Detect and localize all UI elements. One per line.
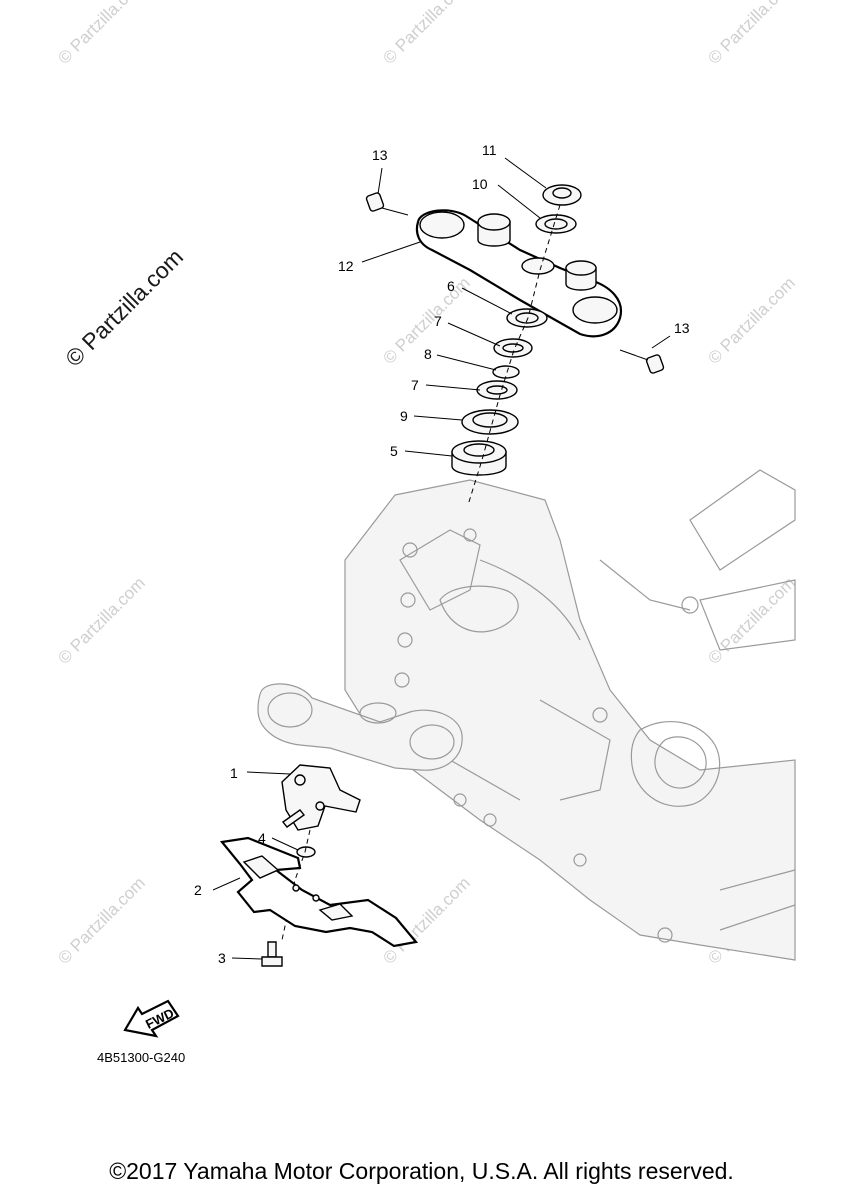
watermark-text: © Partzilla.com (379, 0, 473, 68)
ring-nut-7-lower (476, 380, 518, 400)
watermark-text: © Partzilla.com (54, 573, 148, 667)
callout-6: 6 (447, 278, 455, 294)
drawing-code: 4B51300-G240 (97, 1050, 185, 1065)
dust-seal-9 (461, 409, 519, 435)
washer-10 (535, 214, 577, 234)
callout-7-lower: 7 (411, 377, 419, 393)
fwd-arrow-icon: FWD (123, 999, 180, 1038)
callout-5: 5 (390, 443, 398, 459)
callout-13-left: 13 (372, 147, 388, 163)
callout-labels: 1 2 3 4 5 6 7 7 8 9 10 11 12 13 13 (194, 142, 690, 966)
bolt-3 (261, 941, 283, 967)
nut-4 (296, 846, 316, 858)
washer-8 (492, 365, 520, 379)
callout-8: 8 (424, 346, 432, 362)
callout-2: 2 (194, 882, 202, 898)
watermark-text: © Partzilla.com (54, 873, 148, 967)
callout-11: 11 (482, 142, 497, 158)
bolt-13-right (619, 349, 665, 374)
washer-6 (506, 308, 548, 328)
bolt-13-left (365, 192, 409, 216)
callout-13-right: 13 (674, 320, 690, 336)
fwd-label: FWD (143, 1005, 176, 1031)
bearing-5 (451, 440, 507, 476)
frame-illustration (257, 469, 796, 961)
callout-12: 12 (338, 258, 354, 274)
bolt-1-screw (281, 809, 306, 828)
watermark-text: © Partzilla.com (704, 573, 798, 667)
callout-7-upper: 7 (434, 313, 442, 329)
nut-11 (542, 184, 582, 206)
callout-3: 3 (218, 950, 226, 966)
callout-10: 10 (472, 176, 488, 192)
watermark-text: © Partzilla.com (704, 273, 798, 367)
leader-lines (212, 157, 671, 960)
watermark-text: © Partzilla.com (54, 0, 148, 68)
callout-4: 4 (258, 830, 266, 846)
callout-1: 1 (230, 765, 238, 781)
watermark-text: © Partzilla.com (704, 0, 798, 68)
watermark-large: © Partzilla.com (60, 244, 188, 372)
plate-2 (219, 836, 419, 948)
callout-9: 9 (400, 408, 408, 424)
copyright-notice: ©2017 Yamaha Motor Corporation, U.S.A. A… (109, 1158, 734, 1184)
upper-bracket (415, 209, 623, 338)
